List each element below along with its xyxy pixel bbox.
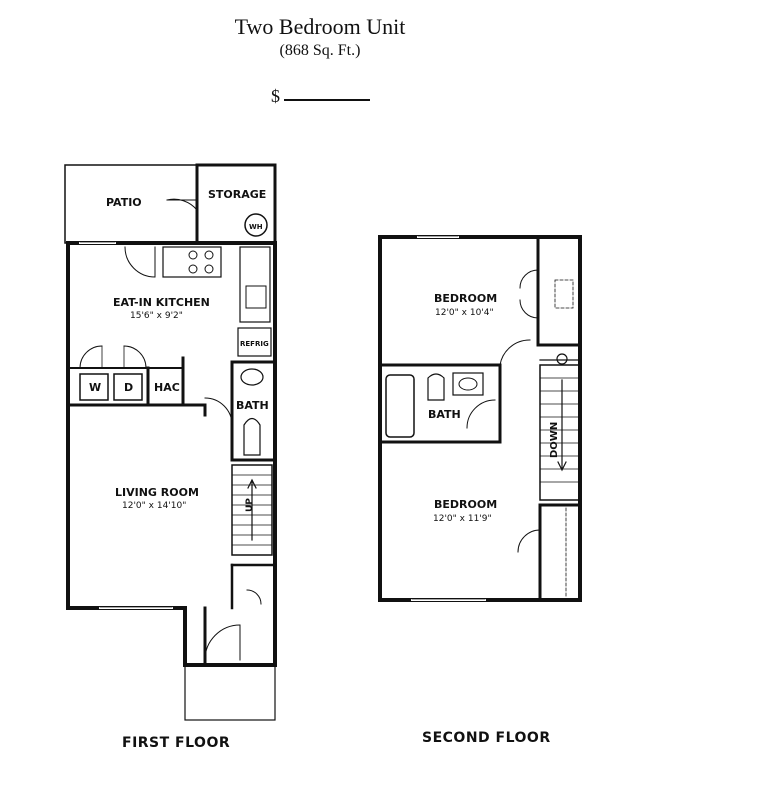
kitchen-dimensions: 15'6" x 9'2" xyxy=(130,311,183,321)
stairs-up-label: UP xyxy=(245,498,255,512)
stove-counter xyxy=(162,246,222,278)
refrigerator xyxy=(237,327,272,357)
bedroom1-label: BEDROOM xyxy=(434,292,497,305)
kitchen-label: EAT-IN KITCHEN xyxy=(113,296,210,309)
washer-label: W xyxy=(89,381,101,394)
living-room-label: LIVING ROOM xyxy=(115,486,199,499)
toilet-icon-upper xyxy=(427,373,445,401)
price-blank-line xyxy=(284,99,370,101)
kitchen-door-swing xyxy=(124,246,156,278)
sink-icon xyxy=(245,285,267,309)
second-floor-caption: SECOND FLOOR xyxy=(422,730,551,746)
bath-sink-upper xyxy=(452,372,484,396)
water-heater-icon xyxy=(244,213,268,237)
storage-label: STORAGE xyxy=(208,188,266,201)
bath-sink-icon xyxy=(240,368,264,386)
bedroom2-label: BEDROOM xyxy=(434,498,497,511)
toilet-icon xyxy=(243,417,261,456)
patio-door-swing xyxy=(166,198,198,211)
stairs-down-label: DOWN xyxy=(549,422,560,458)
stairs-down xyxy=(539,364,581,501)
dryer-label: D xyxy=(124,381,133,394)
second-floor-outer-walls xyxy=(378,235,582,602)
patio-label: PATIO xyxy=(106,196,142,209)
first-floor-caption: FIRST FLOOR xyxy=(122,735,231,751)
washer xyxy=(79,373,109,401)
refrig-label: REFRIG xyxy=(240,340,269,348)
kitchen-counter xyxy=(239,246,271,323)
second-floor-plan xyxy=(378,235,582,602)
bath-door-swing xyxy=(204,397,233,426)
bath-label-first: BATH xyxy=(236,399,269,412)
front-stoop xyxy=(184,664,276,721)
first-floor-plan xyxy=(64,163,277,721)
living-room-dimensions: 12'0" x 14'10" xyxy=(122,501,186,511)
plan-title: Two Bedroom Unit xyxy=(234,14,406,39)
dryer xyxy=(113,373,143,401)
water-heater-label: WH xyxy=(249,223,263,231)
bedroom1-dimensions: 12'0" x 10'4" xyxy=(435,308,494,318)
bath-label-second: BATH xyxy=(428,408,461,421)
price-prefix: $ xyxy=(271,86,280,106)
hac-label: HAC xyxy=(154,381,180,394)
stairs-up xyxy=(231,464,273,556)
bathtub-icon xyxy=(385,374,415,438)
entry-door-swing xyxy=(204,624,241,661)
storage-walls xyxy=(195,163,277,245)
plan-subtitle: (868 Sq. Ft.) xyxy=(279,42,361,59)
bedroom2-dimensions: 12'0" x 11'9" xyxy=(433,514,492,524)
